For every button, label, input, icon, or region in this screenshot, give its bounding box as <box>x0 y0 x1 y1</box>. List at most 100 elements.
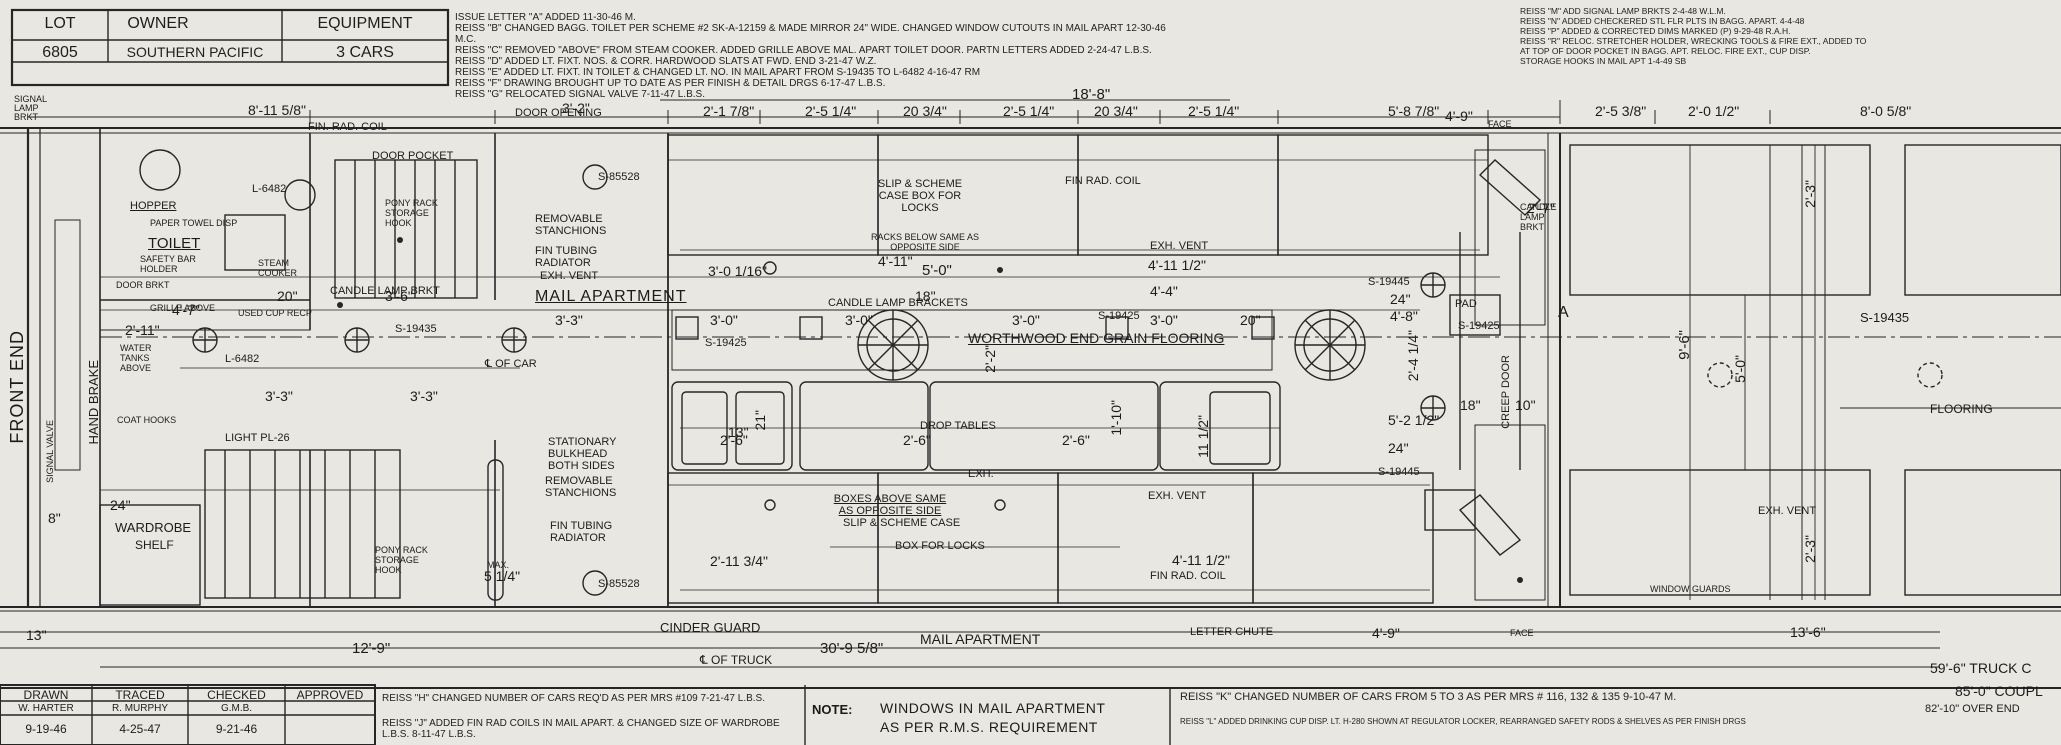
door-brkt-label: DOOR BRKT <box>116 280 170 290</box>
window-guards-label: WINDOW GUARDS <box>1650 584 1731 594</box>
fixture-s19435-right: S-19435 <box>1860 310 1910 325</box>
dim-3-6: 3'-6" <box>385 288 413 304</box>
dim-11-1-2: 11 1/2" <box>1195 415 1211 458</box>
owner-label: OWNER <box>127 15 189 32</box>
candle-lamp-brkt-label: CANDLE LAMP BRKT <box>330 285 440 297</box>
dim-20-a: 20" <box>1240 312 1261 328</box>
fixture-s19445-b: S-19445 <box>1378 466 1420 478</box>
dim-3-0-a: 3'-0" <box>710 312 738 328</box>
steam-cooker-label: STEAM COOKER <box>258 258 298 278</box>
dim-12-9: 12'-9" <box>352 640 391 657</box>
traced-date: 4-25-47 <box>119 722 161 736</box>
candle-lamp-brackets-label: CANDLE LAMP BRACKETS <box>828 297 968 309</box>
dim-8-0: 8'-0 5/8" <box>1860 103 1912 119</box>
creep-door-label: CREEP DOOR <box>1500 355 1512 429</box>
revision-line: STORAGE HOOKS IN MAIL APT 1-4-49 SB <box>1520 56 1687 66</box>
dim-2-6-c: 2'-6" <box>1062 432 1090 448</box>
dim-13-b: 13" <box>728 424 749 440</box>
paper-towel-label: PAPER TOWEL DISP <box>150 218 238 228</box>
dim-3-0-b: 3'-0" <box>845 312 873 328</box>
checked-label: CHECKED <box>207 688 266 702</box>
fixture-s19435-left: S-19435 <box>395 323 437 335</box>
exh-vent-left-label: EXH. VENT <box>540 270 599 282</box>
note-line-2: AS PER R.M.S. REQUIREMENT <box>880 719 1098 735</box>
signal-valve-label: SIGNAL VALVE <box>45 420 55 483</box>
dim-85-0: 85'-0" COUPL <box>1955 683 2043 699</box>
dim-13-a: 13" <box>26 627 47 643</box>
fixture-s85528-bottom: S-85528 <box>598 578 640 590</box>
revision-line: REISS "M" ADD SIGNAL LAMP BRKTS 2-4-48 W… <box>1520 6 1726 16</box>
dim-20-3-4-b: 20 3/4" <box>1094 103 1138 119</box>
fin-rad-coil-lower-label: FIN RAD. COIL <box>1150 570 1226 582</box>
checked-date: 9-21-46 <box>215 722 258 736</box>
light-pl26-label: LIGHT PL-26 <box>225 432 290 444</box>
equipment-label: EQUIPMENT <box>317 15 413 32</box>
cinder-guard-label: CINDER GUARD <box>660 620 761 635</box>
pony-rack-label: PONY RACK STORAGE HOOK <box>385 198 438 228</box>
mail-apartment-label: MAIL APARTMENT <box>535 288 687 305</box>
exh-vent-low-label: EXH. VENT <box>1148 490 1207 502</box>
section-marker-a: A <box>1558 304 1569 321</box>
fin-rad-coil-upper-label: FIN RAD. COIL <box>1065 175 1141 187</box>
exh-label: EXH. <box>968 468 994 480</box>
dim-24-c: 24" <box>110 497 131 513</box>
fixture-s19425-c: S-19425 <box>1458 320 1500 332</box>
of-truck-label: ℄ OF TRUCK <box>700 653 773 667</box>
dim-2-11-a: 2'-11" <box>125 322 160 338</box>
dim-8-11: 8'-11 5/8" <box>248 102 306 118</box>
removable-stanchions-label: REMOVABLE STANCHIONS <box>535 213 607 237</box>
coat-hooks-label: COAT HOOKS <box>117 415 177 425</box>
dim-18-8: 18'-8" <box>1072 86 1111 103</box>
dim-2-5-c: 2'-5 1/4" <box>1188 103 1240 119</box>
revision-line: AT TOP OF DOOR POCKET IN BAGG. APT. RELO… <box>1520 46 1811 56</box>
dim-21: 21" <box>752 410 768 431</box>
dim-3-0-f: 3'-0 1/16" <box>708 263 768 279</box>
fixture-s85528-top: S-85528 <box>598 171 640 183</box>
worthwood-flooring-label: WORTHWOOD END GRAIN FLOORING <box>968 330 1225 346</box>
dim-2-5-b: 2'-5 1/4" <box>1003 103 1055 119</box>
dim-4-11-c: 4'-11 1/2" <box>1172 552 1230 568</box>
letter-chute-label: LETTER CHUTE <box>1190 626 1274 638</box>
fin-tubing-radiator-low-label: FIN TUBING RADIATOR <box>550 520 613 544</box>
revision-k: REISS "K" CHANGED NUMBER OF CARS FROM 5 … <box>1180 691 1677 703</box>
dim-9-6: 9'-6" <box>1676 330 1693 360</box>
candle-lamp-brkt-right-label: CANDLE LAMP BRKT <box>1520 202 1557 232</box>
fixture-s19425-a: S-19425 <box>705 337 747 349</box>
revision-line: REISS "R" RELOC. STRETCHER HOLDER, WRECK… <box>1520 36 1867 46</box>
dim-5-0: 5'-0" <box>922 262 952 279</box>
drawn-by: W. HARTER <box>18 703 74 714</box>
dim-2-3-top: 2'-3" <box>1802 180 1818 208</box>
revision-line: REISS "D" ADDED LT. FIXT. NOS. & CORR. H… <box>455 56 877 67</box>
removable-stanchions-low-label: REMOVABLE STANCHIONS <box>545 475 617 499</box>
exh-vent-right-label: EXH. VENT <box>1758 505 1817 517</box>
pony-rack-low-label: PONY RACK STORAGE HOOK <box>375 545 428 575</box>
dim-3-0-c: 3'-0" <box>1012 312 1040 328</box>
dim-8: 8" <box>48 510 61 526</box>
dim-4-7: 4'-7" <box>172 302 200 318</box>
face-bottom-label: FACE <box>1510 628 1534 638</box>
note-label: NOTE: <box>812 702 853 717</box>
safety-bar-holder-label: SAFETY BAR HOLDER <box>140 254 196 274</box>
flooring-label: FLOORING <box>1930 402 1993 416</box>
dim-59-6: 59'-6" TRUCK C <box>1930 660 2032 676</box>
dim-24-b: 24" <box>1388 440 1409 456</box>
signal-lamp-brkt-label: SIGNAL LAMP BRKT <box>14 94 47 122</box>
lot-number: 6805 <box>42 44 78 61</box>
revision-l: REISS "L" ADDED DRINKING CUP DISP. LT. H… <box>1180 717 1746 726</box>
dim-2-4-1-4: 2'-4 1/4" <box>1405 330 1421 382</box>
drop-tables-label: DROP TABLES <box>920 420 996 432</box>
slip-scheme-case-box-label: SLIP & SCHEME CASE BOX FOR LOCKS <box>877 178 963 214</box>
revision-line: REISS "E" ADDED LT. FIXT. IN TOILET & CH… <box>455 67 981 78</box>
revision-notes-top: ISSUE LETTER "A" ADDED 11-30-46 M. REISS… <box>455 12 1175 100</box>
grille-above-label: GRILLE ABOVE <box>150 303 216 313</box>
stationary-bulkhead-label: STATIONARY BULKHEAD BOTH SIDES <box>548 436 617 472</box>
dim-5-0-vertical: 5'-0" <box>1732 355 1748 383</box>
door-opening-label: DOOR OPENING <box>515 107 602 119</box>
water-tanks-label: WATER TANKS ABOVE <box>120 343 152 373</box>
approved-label: APPROVED <box>296 688 364 702</box>
fin-tubing-radiator-label: FIN TUBING RADIATOR <box>535 245 598 269</box>
mail-apartment-bottom-label: MAIL APARTMENT <box>920 631 1041 647</box>
dim-4-8: 4'-8" <box>1390 308 1418 324</box>
